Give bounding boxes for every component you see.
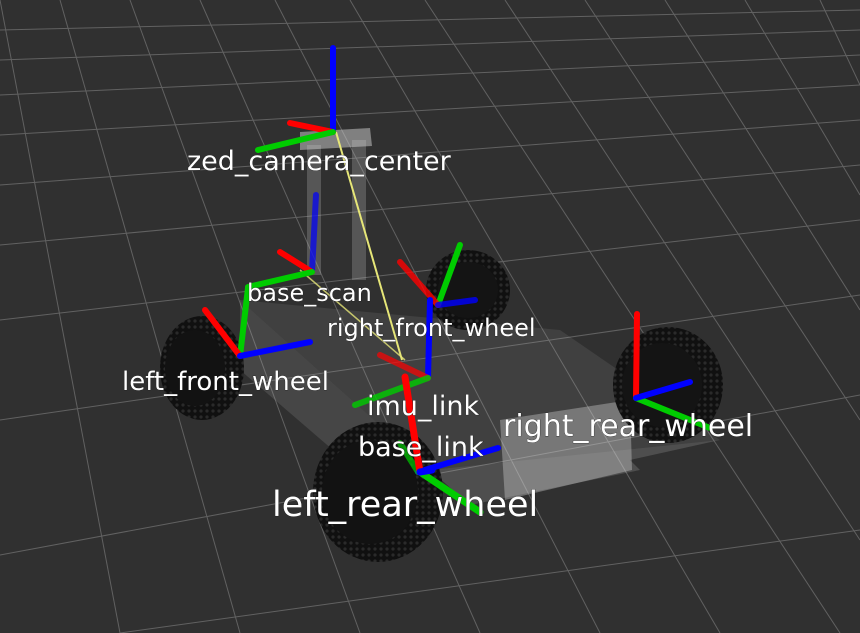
wheel-left-front [160,316,244,420]
label-left-rear-wheel: left_rear_wheel [272,485,538,525]
frame-axes-imu-link [352,297,433,408]
label-base-scan: base_scan [247,279,372,307]
frame-labels: zed_camera_center base_scan right_front_… [122,146,754,526]
frame-axes-zed-camera-center [255,45,336,153]
frame-axes-right-rear-wheel [633,311,713,431]
frame-axes-left-rear-wheel [401,373,484,516]
wheel-right-front [426,250,510,330]
label-zed-camera-center: zed_camera_center [187,146,452,177]
label-right-front-wheel: right_front_wheel [327,314,536,342]
label-imu-link: imu_link [367,391,480,422]
label-base-link: base_link [358,432,484,463]
frame-axes-base-scan [245,192,319,290]
label-right-rear-wheel: right_rear_wheel [503,409,753,444]
wheel-right-rear [613,327,723,443]
tf-link [299,131,406,361]
frame-axes-left-front-wheel [202,285,313,359]
label-left-front-wheel: left_front_wheel [122,367,329,397]
